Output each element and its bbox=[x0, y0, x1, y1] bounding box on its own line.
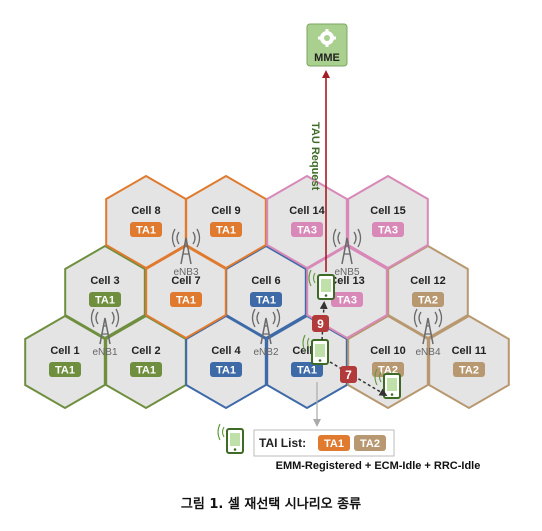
tai-item-label: TA1 bbox=[324, 438, 344, 450]
cell-hex: Cell 11 TA2 bbox=[428, 314, 510, 410]
ta-badge bbox=[291, 362, 323, 377]
tai-list-label: TAI List: bbox=[259, 436, 306, 450]
ta-badge bbox=[210, 362, 242, 377]
tai-item-badge bbox=[318, 435, 350, 451]
antenna-icon bbox=[332, 228, 362, 265]
enb-tower: eNB3 bbox=[171, 228, 201, 278]
svg-text:7: 7 bbox=[345, 368, 352, 382]
tai-list-box: TAI List: TA1 TA2 bbox=[253, 429, 395, 457]
ue-layer bbox=[217, 269, 401, 454]
enb-tower: eNB1 bbox=[90, 308, 120, 358]
antennas-layer: eNB1 eNB2 eNB3 eNB4 eNB5 bbox=[90, 228, 443, 358]
ue-phone-icon bbox=[374, 368, 401, 399]
cell-name: Cell 9 bbox=[211, 205, 240, 217]
enb-label: eNB4 bbox=[415, 347, 440, 358]
ta-badge bbox=[250, 292, 282, 307]
ta-badge bbox=[291, 222, 323, 237]
ue-phone-icon bbox=[217, 423, 244, 454]
ta-label: TA1 bbox=[176, 295, 196, 307]
cell-name: Cell 6 bbox=[251, 275, 280, 287]
move-arrow-to-cell10 bbox=[329, 361, 388, 397]
cell-hex: Cell 15 TA3 bbox=[347, 174, 429, 270]
mme-label: MME bbox=[314, 52, 340, 64]
ta-label: TA1 bbox=[136, 225, 156, 237]
cell-hex: Cell 13 TA3 bbox=[306, 244, 388, 340]
ue-phone-icon bbox=[308, 269, 335, 300]
enb-tower: eNB5 bbox=[332, 228, 362, 278]
cell-hex: Cell 9 TA1 bbox=[185, 174, 267, 270]
ta-badge bbox=[372, 222, 404, 237]
figure-caption: 그림 1. 셀 재선택 시나리오 종류 bbox=[181, 496, 361, 512]
ta-badge bbox=[453, 362, 485, 377]
antenna-icon bbox=[413, 308, 443, 345]
antenna-icon bbox=[90, 308, 120, 345]
enb-label: eNB1 bbox=[92, 347, 117, 358]
ta-label: TA2 bbox=[418, 295, 438, 307]
ta-label: TA3 bbox=[297, 225, 317, 237]
ta-label: TA1 bbox=[256, 295, 276, 307]
ta-label: TA1 bbox=[297, 365, 317, 377]
mme-node: MME bbox=[306, 23, 348, 67]
step-badge-9: 9 bbox=[312, 315, 329, 332]
cell-hex: Cell 12 TA2 bbox=[387, 244, 469, 340]
ta-label: TA1 bbox=[95, 295, 115, 307]
cell-hex: Cell 4 TA1 bbox=[185, 314, 267, 410]
cell-name: Cell 8 bbox=[131, 205, 160, 217]
tai-item-badge bbox=[354, 435, 386, 451]
antenna-icon bbox=[251, 308, 281, 345]
cell-name: Cell 13 bbox=[329, 275, 364, 287]
ta-badge bbox=[170, 292, 202, 307]
ta-label: TA1 bbox=[216, 225, 236, 237]
cell-hex: Cell 2 TA1 bbox=[105, 314, 187, 410]
ta-badge bbox=[49, 362, 81, 377]
enb-label: eNB5 bbox=[334, 267, 359, 278]
gear-icon bbox=[318, 29, 336, 47]
ta-label: TA1 bbox=[136, 365, 156, 377]
cell-hex: Cell 14 TA3 bbox=[266, 174, 348, 270]
enb-label: eNB2 bbox=[253, 347, 278, 358]
cell-name: Cell 1 bbox=[50, 345, 79, 357]
enb-tower: eNB2 bbox=[251, 308, 281, 358]
cell-name: Cell 10 bbox=[370, 345, 405, 357]
ta-label: TA2 bbox=[459, 365, 479, 377]
ta-badge bbox=[130, 222, 162, 237]
cell-name: Cell 7 bbox=[171, 275, 200, 287]
step-badge-7: 7 bbox=[340, 366, 357, 383]
ta-badge bbox=[89, 292, 121, 307]
cell-name: Cell 15 bbox=[370, 205, 405, 217]
ta-label: TA1 bbox=[216, 365, 236, 377]
ta-label: TA3 bbox=[378, 225, 398, 237]
enb-tower: eNB4 bbox=[413, 308, 443, 358]
ue-state-label: EMM-Registered + ECM-Idle + RRC-Idle bbox=[276, 460, 481, 472]
svg-text:9: 9 bbox=[317, 317, 324, 331]
antenna-icon bbox=[171, 228, 201, 265]
ta-label: TA1 bbox=[55, 365, 75, 377]
ta-badge bbox=[210, 222, 242, 237]
ta-label: TA3 bbox=[337, 295, 357, 307]
cell-name: Cell 3 bbox=[90, 275, 119, 287]
tau-request-label: TAU Request bbox=[309, 122, 321, 191]
ue-phone-icon bbox=[302, 334, 329, 365]
cell-name: Cell 4 bbox=[211, 345, 241, 357]
enb-label: eNB3 bbox=[173, 267, 198, 278]
cell-name: Cell 11 bbox=[452, 345, 487, 357]
ta-badge bbox=[412, 292, 444, 307]
cell-name: Cell 2 bbox=[131, 345, 160, 357]
cell-name: Cell 14 bbox=[289, 205, 325, 217]
cell-hex: Cell 3 TA1 bbox=[64, 244, 146, 340]
tai-item-label: TA2 bbox=[360, 438, 380, 450]
ta-badge bbox=[130, 362, 162, 377]
ta-badge bbox=[331, 292, 363, 307]
cell-name: Cell 12 bbox=[410, 275, 445, 287]
cell-hex: Cell 1 TA1 bbox=[24, 314, 106, 410]
